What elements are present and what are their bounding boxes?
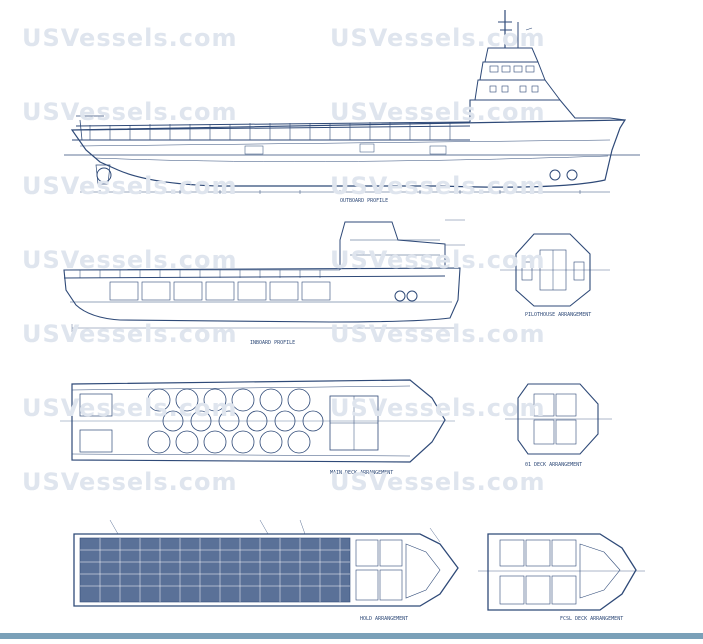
fcsl-deck-plan [478, 533, 645, 611]
watermark: USVessels.com [22, 172, 238, 200]
inboard-profile-caption: INBOARD PROFILE [250, 340, 295, 346]
wheelhouse-plan [500, 233, 610, 307]
hold-caption: HOLD ARRANGEMENT [360, 616, 408, 622]
main-deck-plan [60, 379, 455, 463]
watermark: USVessels.com [330, 24, 546, 52]
watermark: USVessels.com [330, 172, 546, 200]
watermark: USVessels.com [330, 320, 546, 348]
inboard-profile-view [63, 219, 465, 332]
watermark: USVessels.com [22, 246, 238, 274]
watermark: USVessels.com [22, 320, 238, 348]
watermark: USVessels.com [22, 24, 238, 52]
outboard-profile-caption: OUTBOARD PROFILE [340, 198, 388, 204]
watermark: USVessels.com [330, 394, 546, 422]
ol-deck-plan [505, 383, 612, 455]
watermark: USVessels.com [330, 468, 546, 496]
ol-deck-caption: 01 DECK ARRANGEMENT [525, 462, 582, 468]
wheelhouse-caption: PILOTHOUSE ARRANGEMENT [525, 312, 591, 318]
outboard-profile-view [64, 10, 640, 194]
watermark: USVessels.com [330, 246, 546, 274]
fcsl-caption: FCSL DECK ARRANGEMENT [560, 616, 623, 622]
hold-plan [73, 519, 459, 607]
watermark: USVessels.com [330, 98, 546, 126]
bottom-frame-strip [0, 633, 703, 639]
main-deck-caption: MAIN DECK ARRANGEMENT [330, 470, 393, 476]
watermark: USVessels.com [22, 468, 238, 496]
watermark: USVessels.com [22, 98, 238, 126]
watermark: USVessels.com [22, 394, 238, 422]
